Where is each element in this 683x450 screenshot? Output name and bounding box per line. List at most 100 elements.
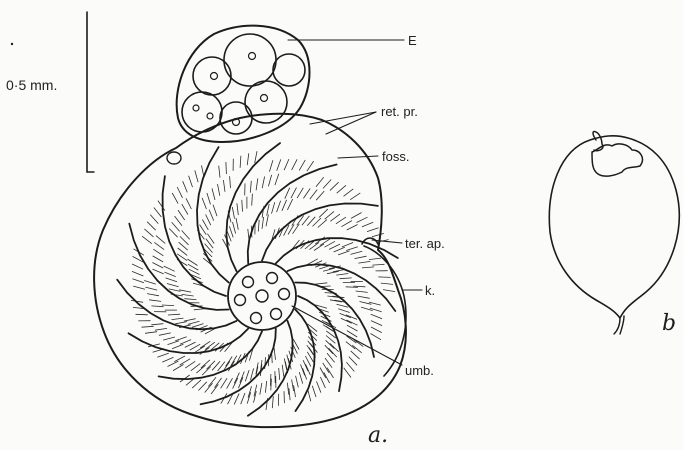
label-ter-ap: ter. ap. bbox=[405, 236, 445, 251]
hatch-stroke bbox=[369, 258, 381, 260]
label-umb: umb. bbox=[405, 363, 434, 378]
hatch-stroke bbox=[317, 381, 321, 392]
hatch-stroke bbox=[346, 247, 358, 251]
hatch-stroke bbox=[223, 180, 225, 192]
hatch-stroke bbox=[153, 256, 164, 262]
hatch-stroke bbox=[237, 203, 238, 215]
hatch-stroke bbox=[277, 159, 281, 170]
hatch-stroke bbox=[338, 309, 350, 313]
hatch-stroke bbox=[230, 176, 231, 188]
hatch-stroke bbox=[145, 287, 157, 290]
hatch-stroke bbox=[180, 236, 189, 244]
hatch-stroke bbox=[383, 290, 395, 292]
hatch-stroke bbox=[362, 222, 373, 227]
hatch-stroke bbox=[337, 304, 349, 307]
hatch-stroke bbox=[351, 251, 363, 254]
hatch-stroke bbox=[287, 383, 288, 395]
hatch-stroke bbox=[234, 373, 239, 384]
hatch-stroke bbox=[299, 372, 302, 384]
hatch-stroke bbox=[202, 220, 208, 230]
hatch-stroke bbox=[184, 319, 196, 321]
hatch-stroke bbox=[213, 205, 217, 216]
hatch-stroke bbox=[174, 356, 185, 362]
embryo-cell bbox=[245, 81, 287, 123]
hatch-stroke bbox=[327, 353, 335, 362]
hatch-stroke bbox=[168, 361, 179, 366]
hatch-stroke bbox=[240, 372, 244, 383]
hatch-stroke bbox=[145, 332, 157, 334]
hatch-stroke bbox=[367, 228, 379, 232]
hatch-stroke bbox=[242, 200, 243, 212]
hatch-stroke bbox=[167, 284, 179, 287]
hatch-stroke bbox=[132, 271, 143, 276]
hatch-stroke bbox=[266, 215, 268, 227]
hatch-stroke bbox=[252, 194, 253, 206]
chamber-suture bbox=[298, 296, 342, 391]
hatch-stroke bbox=[313, 218, 322, 226]
hatch-stroke bbox=[142, 326, 154, 327]
hatch-stroke bbox=[277, 201, 281, 212]
leader-umb bbox=[292, 306, 402, 365]
embryo-nucleus bbox=[211, 73, 218, 80]
hatch-stroke bbox=[341, 318, 352, 323]
hatch-stroke bbox=[188, 321, 200, 324]
hatch-stroke bbox=[219, 166, 220, 178]
hatch-stroke bbox=[371, 321, 382, 326]
hatch-stroke bbox=[207, 193, 211, 204]
hatch-stroke bbox=[346, 287, 358, 288]
hatch-stroke bbox=[147, 222, 156, 231]
hatch-stroke bbox=[147, 294, 159, 296]
scale-bar: 0·5 mm. bbox=[6, 12, 94, 172]
hatch-stroke bbox=[169, 289, 181, 292]
hatch-stroke bbox=[315, 283, 327, 284]
hatch-stroke bbox=[175, 216, 182, 226]
hatch-stroke bbox=[327, 368, 333, 378]
hatch-stroke bbox=[344, 189, 354, 196]
hatch-stroke bbox=[336, 217, 346, 224]
hatch-stroke bbox=[346, 342, 356, 350]
hatch-stroke bbox=[378, 277, 390, 278]
hatch-stroke bbox=[316, 191, 324, 200]
specimen-b-spine bbox=[614, 318, 620, 334]
hatch-stroke bbox=[346, 315, 357, 320]
hatch-stroke bbox=[303, 189, 310, 199]
hatch-stroke bbox=[306, 364, 311, 375]
hatch-stroke bbox=[154, 242, 164, 249]
hatch-stroke bbox=[136, 314, 148, 315]
hatch-stroke bbox=[198, 382, 206, 391]
hatch-stroke bbox=[157, 353, 169, 357]
embryo-nucleus bbox=[207, 113, 213, 119]
chamber-suture bbox=[159, 331, 262, 379]
hatch-stroke bbox=[226, 162, 227, 174]
hatch-stroke bbox=[192, 324, 204, 328]
hatch-stroke bbox=[164, 266, 175, 271]
hatch-stroke bbox=[179, 290, 191, 292]
hatch-stroke bbox=[150, 215, 158, 224]
embryo-nucleus bbox=[249, 53, 256, 60]
hatch-stroke bbox=[215, 378, 222, 388]
scale-bar-label: 0·5 mm. bbox=[6, 77, 57, 93]
umbilicus-disc bbox=[228, 262, 296, 330]
hatch-stroke bbox=[307, 161, 314, 171]
embryo-cell bbox=[193, 57, 231, 95]
hatch-stroke bbox=[262, 217, 264, 229]
embryo-nucleus bbox=[261, 95, 268, 102]
hatch-stroke bbox=[323, 363, 329, 373]
hatch-stroke bbox=[268, 175, 271, 187]
hatch-stroke bbox=[270, 374, 271, 386]
hatch-stroke bbox=[301, 364, 305, 375]
hatch-stroke bbox=[238, 377, 243, 388]
hatch-stroke bbox=[275, 174, 279, 185]
hatch-stroke bbox=[329, 348, 337, 357]
hatch-stroke bbox=[179, 242, 188, 250]
chamber-suture bbox=[117, 280, 236, 330]
hatch-stroke bbox=[185, 342, 196, 347]
hatch-stroke bbox=[192, 380, 201, 388]
hatch-stroke bbox=[282, 200, 287, 211]
hatch-stroke bbox=[208, 377, 216, 386]
hatch-stroke bbox=[279, 368, 280, 380]
hatch-stroke bbox=[340, 313, 351, 317]
hatch-stroke bbox=[178, 210, 185, 220]
hatch-stroke bbox=[163, 337, 175, 340]
